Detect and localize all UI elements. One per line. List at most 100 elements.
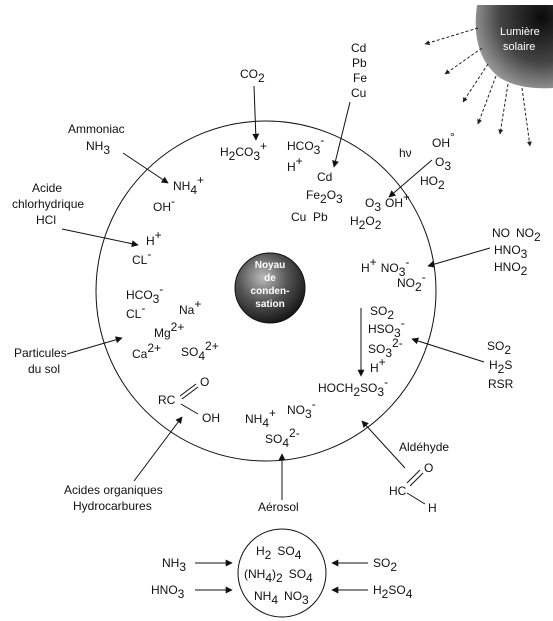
particules-du-sol-label: Particules du sol [14,346,67,376]
arrow-ammoniac [122,152,169,184]
svg-text:Hydrocarbures: Hydrocarbures [73,499,152,513]
species-h2o2: H2O2 [350,214,382,232]
svg-text:O3: O3 [435,155,451,173]
species-ca: Ca2+ [132,341,161,361]
arrow-nox [427,247,491,268]
svg-text:RC: RC [158,393,176,407]
core-line-4: sation [255,299,284,310]
sun-label-line-1: Lumière [500,26,540,38]
svg-text:RSR: RSR [488,377,514,391]
species-cd: Cd [317,170,332,184]
species-na: Na+ [179,297,201,317]
svg-text:CO2: CO2 [240,67,265,85]
metal-fe: Fe [353,71,367,85]
species-hco3-soil: HCO3- [126,282,163,306]
svg-text:HO2: HO2 [420,174,445,192]
species-h-plus-top: H+ [287,154,303,174]
arrow-oxidants [388,159,433,198]
metal-cd: Cd [351,41,366,55]
svg-text:HCl: HCl [36,213,56,227]
arrow-metals [332,101,351,168]
aldehyde-hc: HC [389,484,407,498]
species-hco3: HCO3- [287,133,324,157]
species-so4-2plus: SO42+ [181,339,219,363]
aldehyde-double-bond-1 [406,469,421,484]
arrow-organic-acids [133,416,183,482]
heavy-metals-label: Cd Pb Fe Cu [351,41,367,100]
ammoniac-label: Ammoniac NH3 [68,122,125,157]
svg-text:Acides organiques: Acides organiques [64,483,163,497]
species-nh4: NH4+ [173,173,204,197]
core-line-3: conden- [251,286,290,297]
svg-text:H2S: H2S [489,358,512,376]
svg-text:Particules: Particules [14,346,67,360]
sun: Lumière solaire [424,5,553,147]
svg-text:chlorhydrique: chlorhydrique [12,197,84,211]
sulfur-gases-label: SO2 H2S RSR [487,339,514,391]
svg-text:Aldéhyde: Aldéhyde [399,440,449,454]
core-line-1: Noyau [255,260,286,271]
svg-text:NH3: NH3 [86,139,110,157]
species-nh4-bottom: NH4+ [245,406,276,430]
co2-label: CO2 [240,67,265,85]
acides-organiques-label: Acides organiques Hydrocarbures [64,483,163,513]
aldehyde-o: O [424,461,433,475]
species-cl-minus-top: CL- [132,247,151,267]
svg-text:Acide: Acide [32,181,62,195]
species-organic-acid: RC O OH [158,375,220,425]
svg-text:OH°: OH° [432,130,455,150]
aldehyde-double-bond-2 [409,472,424,487]
species-no2-minus: NO2- [397,270,426,294]
svg-text:Ammoniac: Ammoniac [68,122,125,136]
sun-rays [424,27,532,147]
svg-text:O: O [200,375,209,389]
droplet-circle [95,120,437,462]
aerosol-label: Aérosol [258,500,299,514]
species-hso3: HSO3- [368,316,405,340]
svg-text:SO2: SO2 [487,339,511,357]
species-hoch2so3: HOCH2SO3- [318,375,388,399]
input-nh3: NH3 [162,556,186,574]
aldehyde-single-bond [406,492,426,505]
species-fe2o3: Fe2O3 [306,188,343,206]
aerosol-input-arrows [195,559,368,594]
metal-cu: Cu [351,86,366,100]
species-oh-minus: OH- [153,194,175,214]
arrow-co2 [252,85,260,141]
arrow-particules [66,336,123,355]
aldehyde-h: H [428,501,437,515]
arrow-hcl [61,228,139,248]
input-h2so4: H2SO4 [373,583,413,601]
svg-text:du sol: du sol [28,362,60,376]
svg-text:OH: OH [202,411,220,425]
species-h-no3: H+NO3- [361,255,409,279]
sun-label-line-2: solaire [503,41,535,53]
arrow-aldehyde [361,420,406,469]
oxidants-label: OH° O3 HO2 [420,130,455,192]
species-no3-bottom: NO3- [287,397,316,421]
species-mg: Mg2+ [154,320,184,340]
species-so3: SO32- [368,336,403,360]
svg-text:HNO3: HNO3 [494,243,528,261]
species-h2co3: H2CO3+ [220,139,267,163]
arrow-sulfur-gases [411,337,485,363]
arrows [61,85,491,500]
svg-text:HNO2: HNO2 [494,260,528,278]
species-cl-minus-soil: CL- [126,301,145,321]
input-so2: SO2 [373,556,397,574]
aerosol-circle [237,528,327,618]
aldehyde-label: Aldéhyde HC O H [389,440,449,515]
input-hno3: HNO3 [151,583,185,601]
acide-chlorhydrique-label: Acide chlorhydrique HCl [12,181,84,227]
metal-pb: Pb [352,56,367,70]
sun-disk [475,5,553,89]
core-line-2: de [264,273,276,284]
species-so2-inside: SO2 [370,304,394,322]
